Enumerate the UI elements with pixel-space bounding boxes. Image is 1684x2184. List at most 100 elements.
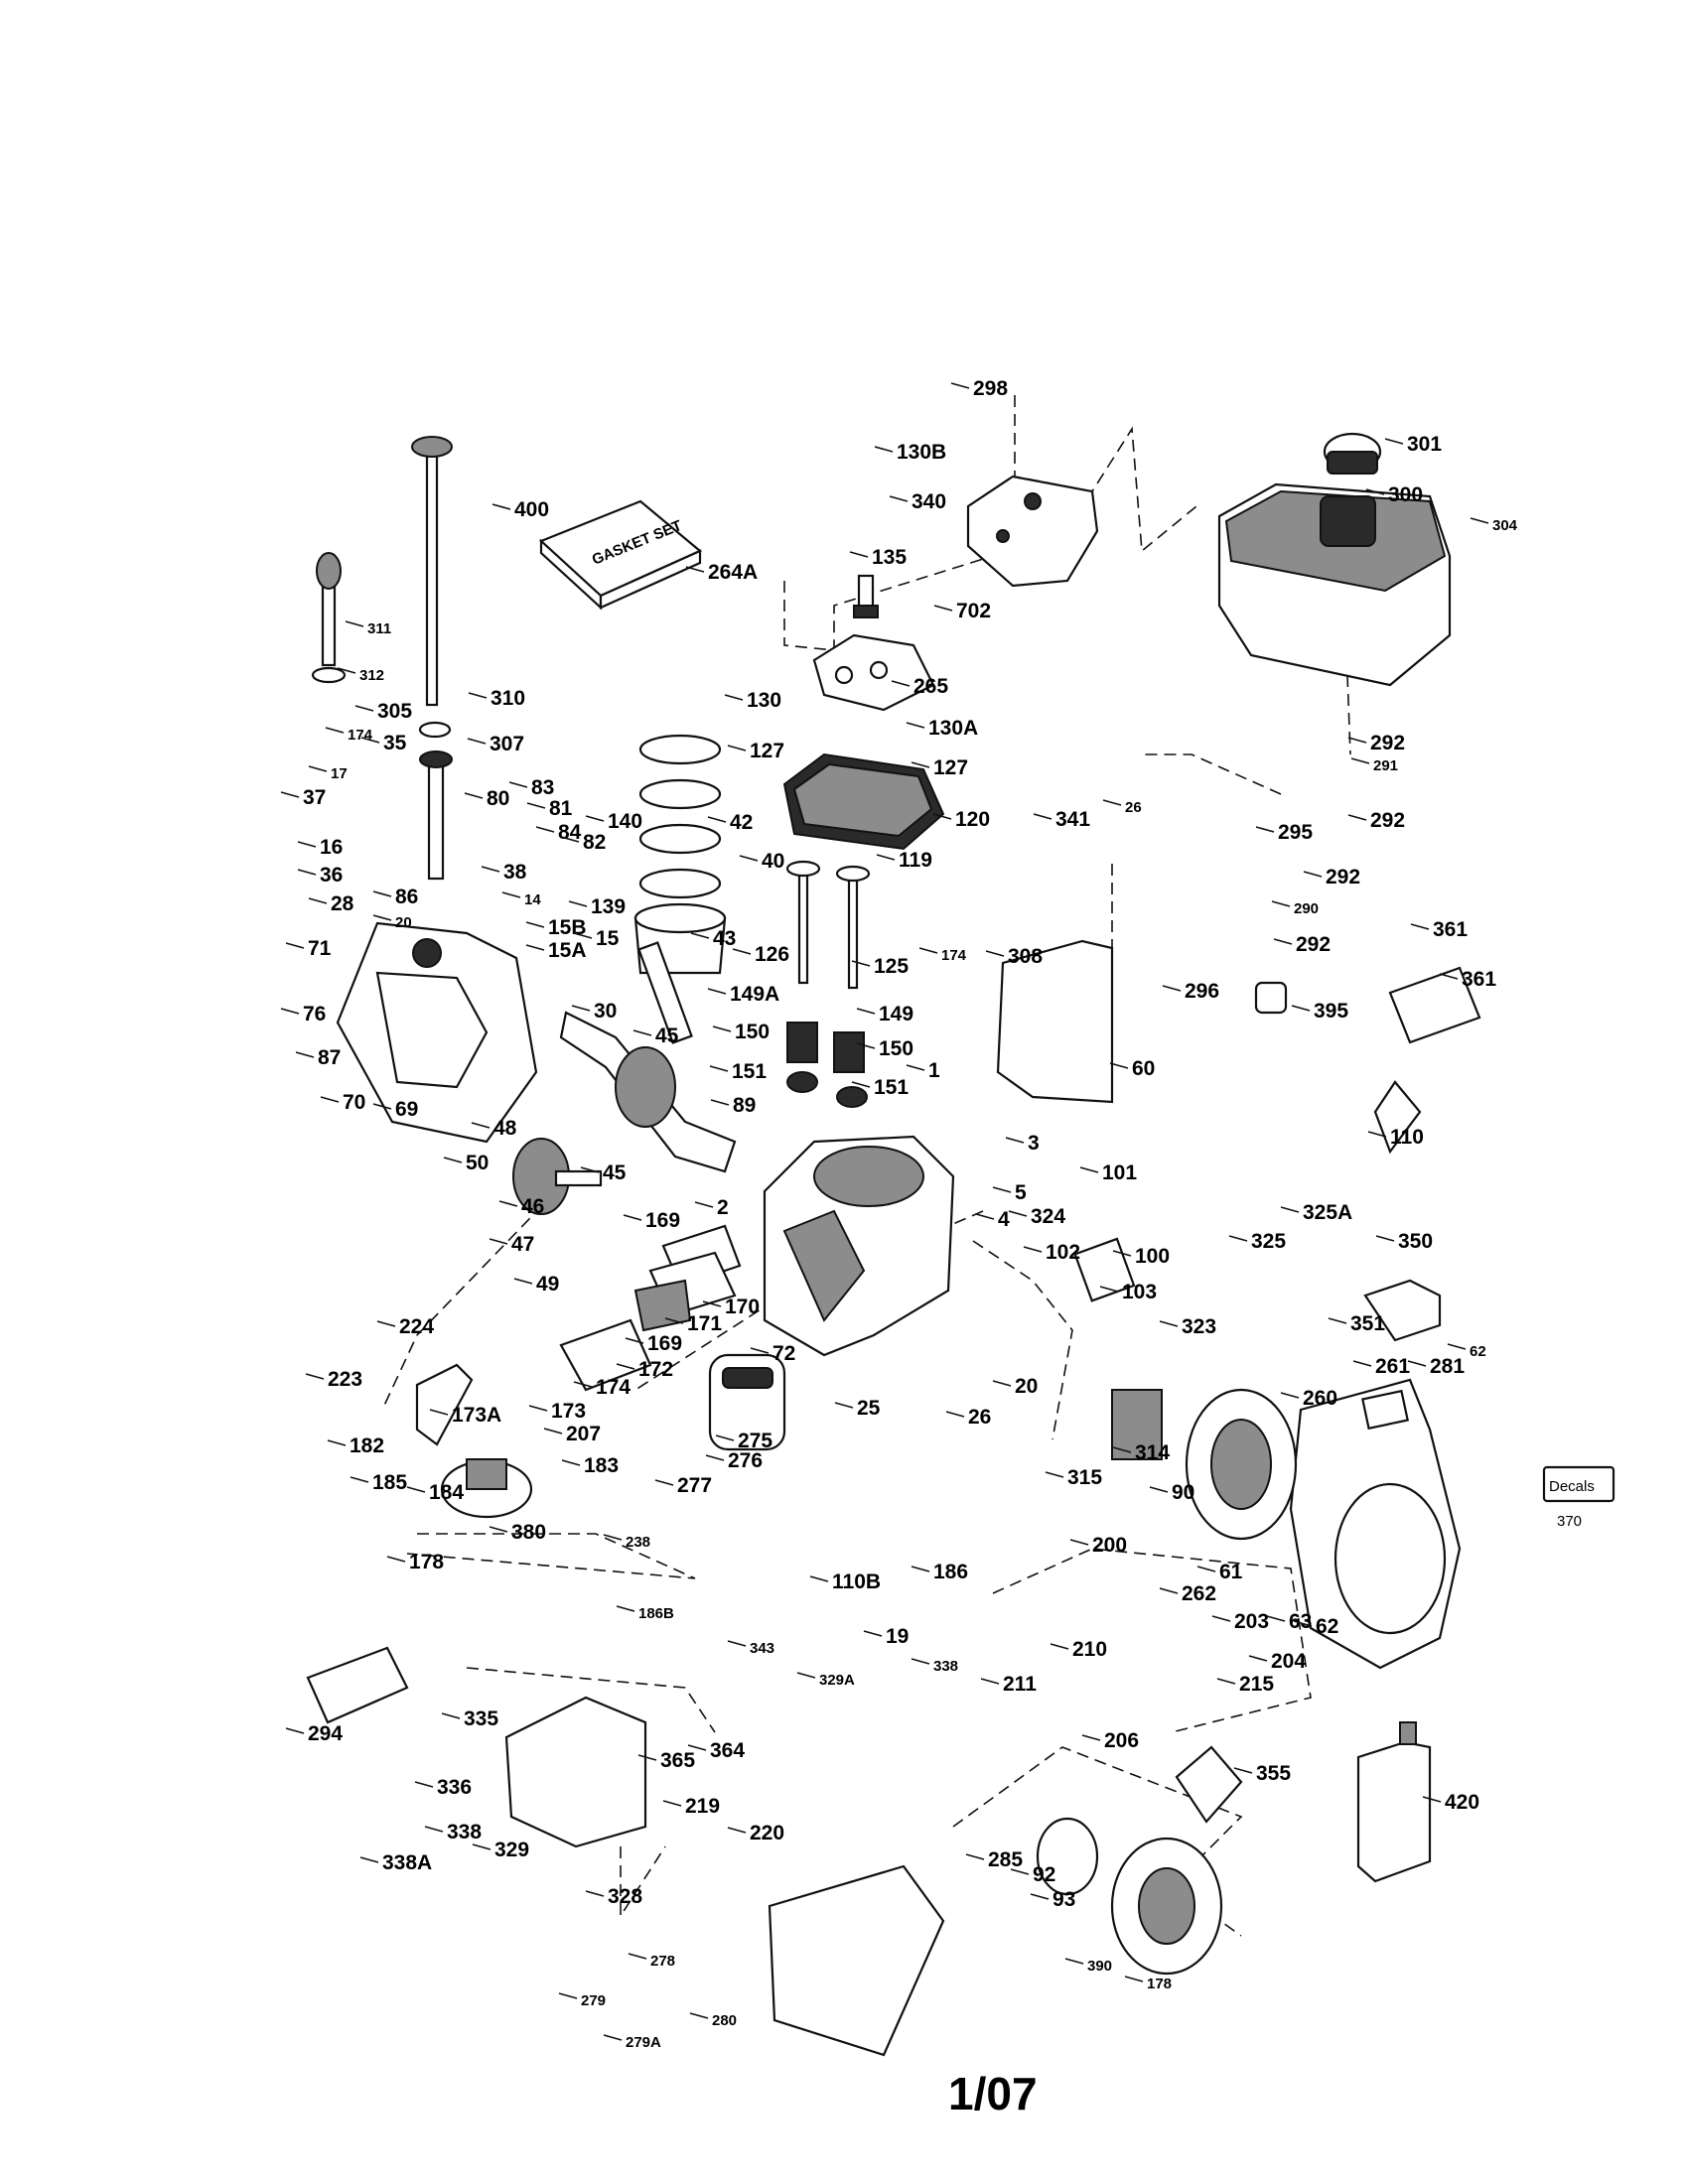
callout-leader bbox=[603, 2034, 623, 2041]
callout-leader bbox=[360, 737, 380, 744]
callout-leader bbox=[950, 382, 970, 389]
callout-25: 25 bbox=[857, 1397, 881, 1420]
callout-leader bbox=[1010, 1868, 1030, 1875]
callout-leader bbox=[1303, 871, 1323, 878]
callout-19: 19 bbox=[886, 1625, 909, 1648]
callout-50: 50 bbox=[466, 1152, 489, 1174]
carburetor bbox=[415, 1363, 533, 1519]
callout-leader bbox=[685, 566, 705, 573]
callout-324: 324 bbox=[1031, 1205, 1065, 1228]
callout-leader bbox=[1112, 1446, 1132, 1453]
callout-leader bbox=[305, 1373, 325, 1380]
callout-leader bbox=[1439, 973, 1459, 980]
callout-207: 207 bbox=[566, 1423, 601, 1445]
callout-leader bbox=[664, 1317, 684, 1324]
callout-leader bbox=[710, 1099, 730, 1106]
callout-leader bbox=[1045, 1471, 1064, 1478]
gasket-set-box: GASKET SET bbox=[538, 499, 703, 611]
callout-leader bbox=[1124, 1976, 1144, 1982]
callout-340: 340 bbox=[912, 490, 946, 513]
piston-rings bbox=[633, 734, 727, 975]
callout-leader bbox=[443, 1157, 463, 1163]
callout-171: 171 bbox=[687, 1312, 722, 1335]
callout-89: 89 bbox=[733, 1094, 756, 1117]
callout-182: 182 bbox=[350, 1434, 384, 1457]
callout-16: 16 bbox=[320, 836, 343, 859]
callout-leader bbox=[732, 948, 752, 955]
part-callouts: 298130B340400264A13570226530130030431131… bbox=[280, 377, 1518, 2051]
callout-leader bbox=[285, 942, 305, 949]
callout-83: 83 bbox=[531, 776, 554, 799]
ignition-module bbox=[1073, 1237, 1163, 1460]
callout-130A: 130A bbox=[928, 717, 978, 740]
callout-260: 260 bbox=[1303, 1387, 1337, 1410]
callout-leader bbox=[750, 1347, 770, 1354]
callout-leader bbox=[1470, 517, 1489, 524]
callout-285: 285 bbox=[988, 1848, 1023, 1871]
callout-leader bbox=[354, 705, 374, 712]
callout-42: 42 bbox=[730, 811, 753, 834]
spark-plug bbox=[853, 574, 879, 618]
callout-62: 62 bbox=[1470, 1343, 1486, 1360]
callout-leader bbox=[1407, 1360, 1427, 1367]
callout-leader bbox=[632, 1029, 652, 1036]
callout-36: 36 bbox=[320, 864, 343, 887]
callout-leader bbox=[1375, 1235, 1395, 1242]
callout-leader bbox=[1079, 1166, 1099, 1173]
callout-leader bbox=[707, 988, 727, 995]
callout-leader bbox=[573, 932, 593, 939]
callout-leader bbox=[1069, 1539, 1089, 1546]
callout-338: 338 bbox=[447, 1821, 482, 1843]
callout-leader bbox=[472, 1843, 491, 1850]
callout-leader bbox=[1159, 1587, 1179, 1594]
callout-leader bbox=[513, 1278, 533, 1285]
callout-63: 63 bbox=[1289, 1610, 1312, 1633]
callout-361: 361 bbox=[1462, 968, 1496, 991]
callout-leader bbox=[1347, 814, 1367, 821]
callout-leader bbox=[297, 841, 317, 848]
callout-14: 14 bbox=[524, 891, 541, 908]
callout-leader bbox=[1162, 985, 1182, 992]
callout-304: 304 bbox=[1492, 517, 1518, 534]
callout-leader bbox=[280, 1008, 300, 1015]
callout-leader bbox=[1030, 1893, 1050, 1900]
callout-leader bbox=[327, 1439, 347, 1446]
callout-87: 87 bbox=[318, 1046, 341, 1069]
callout-leader bbox=[1109, 1062, 1129, 1069]
callout-311: 311 bbox=[367, 620, 391, 637]
callout-219: 219 bbox=[685, 1795, 720, 1818]
callout-leader bbox=[1367, 1131, 1387, 1138]
callout-150: 150 bbox=[879, 1037, 913, 1060]
callout-leader bbox=[707, 816, 727, 823]
callout-100: 100 bbox=[1135, 1245, 1170, 1268]
callout-leader bbox=[325, 727, 345, 734]
callout-leader bbox=[467, 738, 487, 745]
callout-92: 92 bbox=[1033, 1863, 1055, 1886]
callout-130: 130 bbox=[747, 689, 781, 712]
callout-leader bbox=[1447, 1343, 1467, 1350]
callout-125: 125 bbox=[874, 955, 909, 978]
callout-292: 292 bbox=[1326, 866, 1360, 888]
callout-leader bbox=[992, 1186, 1012, 1193]
callout-315: 315 bbox=[1067, 1466, 1102, 1489]
callout-26: 26 bbox=[968, 1406, 991, 1429]
callout-17: 17 bbox=[331, 765, 348, 782]
callout-leader bbox=[406, 1486, 426, 1493]
callout-30: 30 bbox=[594, 1000, 617, 1023]
callout-leader bbox=[491, 503, 511, 510]
callout-81: 81 bbox=[549, 797, 573, 820]
callout-leader bbox=[889, 495, 909, 502]
callout-leader bbox=[849, 551, 869, 558]
oil-bottle bbox=[1356, 1721, 1432, 1883]
callout-215: 215 bbox=[1239, 1673, 1274, 1696]
callout-301: 301 bbox=[1407, 433, 1442, 456]
callout-leader bbox=[856, 1042, 876, 1049]
callout-170: 170 bbox=[725, 1296, 760, 1318]
callout-leader bbox=[1410, 923, 1430, 930]
callout-leader bbox=[1228, 1235, 1248, 1242]
callout-leader bbox=[985, 950, 1005, 957]
callout-395: 395 bbox=[1314, 1000, 1348, 1023]
callout-210: 210 bbox=[1072, 1638, 1107, 1661]
callout-leader bbox=[471, 1122, 491, 1129]
callout-leader bbox=[508, 781, 528, 788]
